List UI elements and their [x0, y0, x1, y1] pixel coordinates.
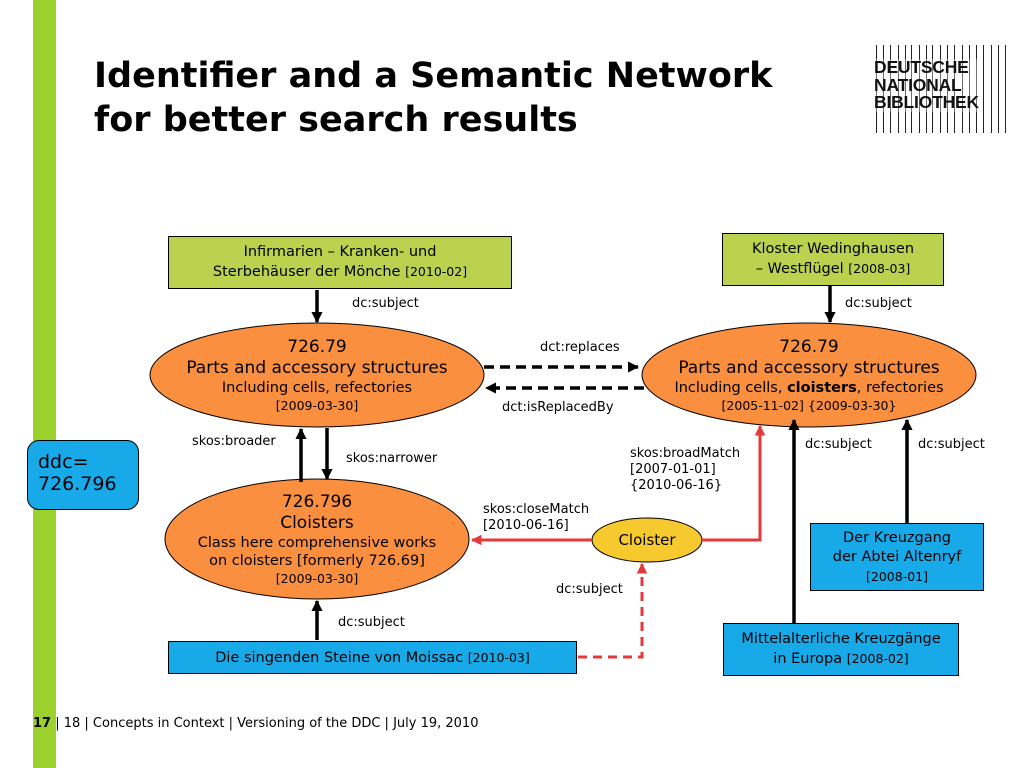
ellipse-ddc-726-796	[164, 478, 470, 600]
accent-bar	[33, 0, 56, 768]
footer: 17 | 18 | Concepts in Context | Versioni…	[33, 716, 478, 732]
label-skos-broader: skos:broader	[192, 434, 276, 449]
label-skos-narrower: skos:narrower	[346, 451, 438, 466]
arrow-steine-cloister-subject	[578, 562, 648, 659]
label-dc-subject-6: dc:subject	[918, 437, 985, 452]
label-dc-subject-4: dc:subject	[338, 615, 405, 630]
node-kloster: Kloster Wedinghausen – Westflügel [2008-…	[722, 233, 944, 286]
label-skos-closematch: skos:closeMatch [2010-06-16]	[483, 502, 590, 533]
ellipse-ddc-726-79-right	[641, 322, 977, 428]
title-line-2: for better search results	[94, 100, 578, 140]
ddc-left-text: 726.79 Parts and accessory structures In…	[186, 337, 448, 413]
page-title: Identifier and a Semantic Network for be…	[94, 54, 772, 142]
node-kreuzgang: Der Kreuzgang der Abtei Altenryf [2008-0…	[810, 523, 984, 591]
label-dct-isreplacedby: dct:isReplacedBy	[502, 400, 614, 415]
ddc-badge: ddc= 726.796	[27, 440, 139, 510]
logo-barcode	[874, 45, 1012, 133]
ddc-right-text: 726.79 Parts and accessory structures In…	[674, 337, 944, 413]
arrow-skos-broadmatch	[702, 424, 766, 542]
title-line-1: Identifier and a Semantic Network	[94, 56, 773, 96]
node-infirmarien: Infirmarien – Kranken- und Sterbehäuser …	[168, 236, 512, 289]
label-dc-subject-3: dc:subject	[556, 582, 623, 597]
label-dc-subject-2: dc:subject	[845, 296, 912, 311]
cloister-text: Cloister	[618, 531, 676, 549]
cloisters-text: 726.796 Cloisters Class here comprehensi…	[197, 492, 437, 586]
label-dc-subject-5: dc:subject	[805, 437, 872, 452]
label-skos-broadmatch: skos:broadMatch [2007-01-01] {2010-06-16…	[630, 446, 741, 493]
logo-text: DEUTSCHE NATIONAL BIBLIOTHEK	[874, 57, 979, 112]
dnb-logo: DEUTSCHE NATIONAL BIBLIOTHEK	[874, 45, 1012, 133]
label-dct-replaces: dct:replaces	[540, 340, 620, 355]
footer-text: | 18 | Concepts in Context | Versioning …	[55, 716, 479, 731]
node-steine: Die singenden Steine von Moissac [2010-0…	[168, 641, 577, 674]
footer-page-number: 17	[33, 716, 52, 731]
label-dc-subject-1: dc:subject	[352, 296, 419, 311]
node-mittelalter: Mittelalterliche Kreuzgänge in Europa [2…	[723, 623, 959, 676]
